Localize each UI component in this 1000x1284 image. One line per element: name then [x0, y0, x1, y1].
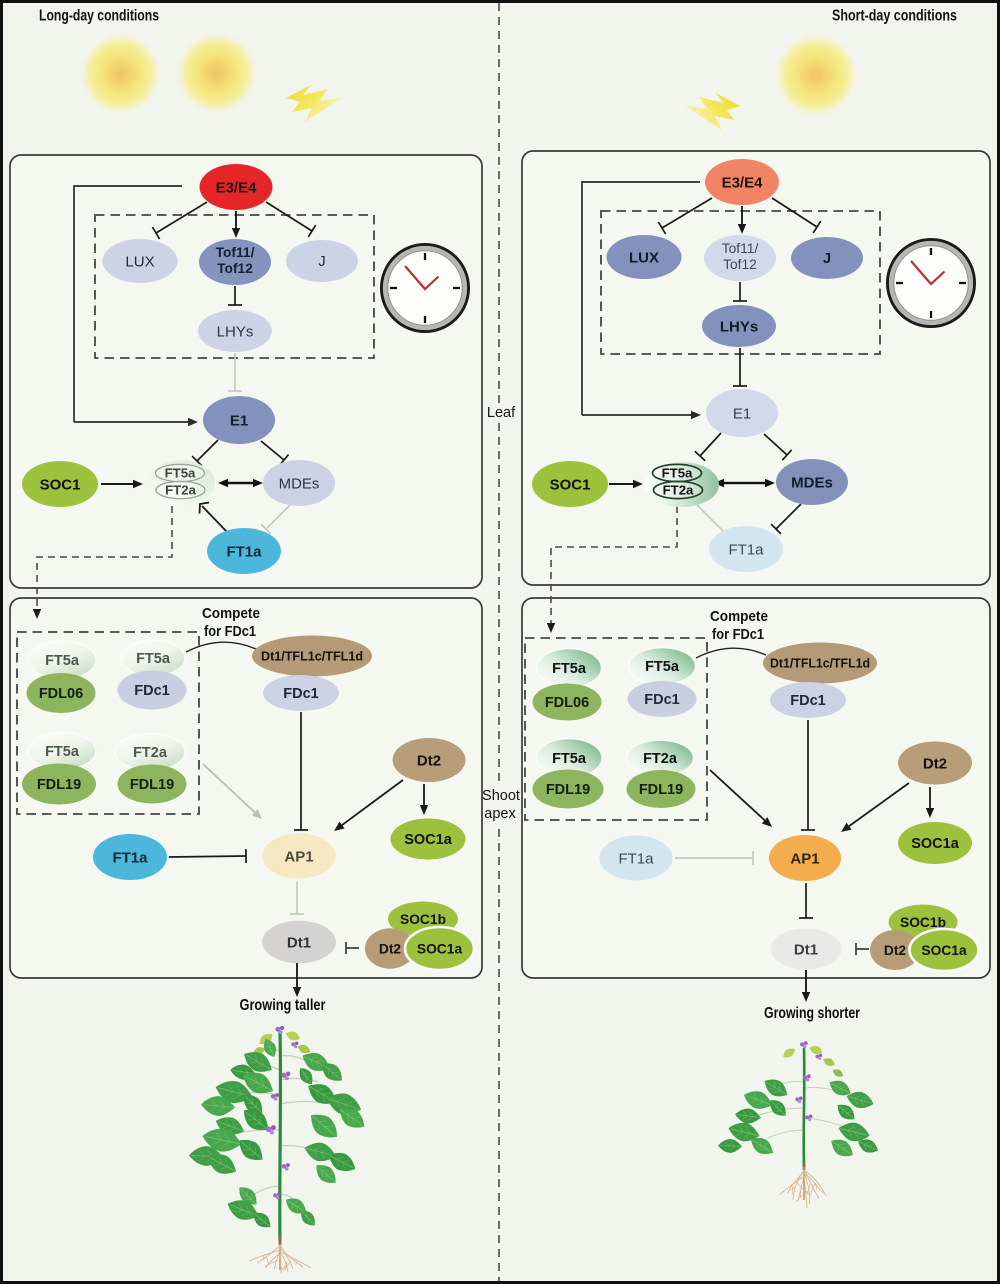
- svg-text:FT2a: FT2a: [663, 483, 694, 498]
- svg-text:Shoot: Shoot: [482, 788, 520, 804]
- svg-text:FT2a: FT2a: [133, 745, 168, 761]
- svg-text:FDL06: FDL06: [545, 695, 589, 711]
- svg-text:Growing taller: Growing taller: [240, 997, 326, 1014]
- svg-text:FDc1: FDc1: [790, 693, 825, 709]
- svg-text:FT5a: FT5a: [45, 653, 80, 669]
- svg-text:FT5a: FT5a: [645, 659, 680, 675]
- svg-text:J: J: [823, 251, 831, 267]
- svg-text:LUX: LUX: [125, 253, 154, 270]
- svg-text:for FDc1: for FDc1: [204, 623, 256, 640]
- svg-text:E3/E4: E3/E4: [722, 174, 764, 191]
- svg-text:Tof11/: Tof11/: [722, 241, 759, 256]
- svg-text:Short-day conditions: Short-day conditions: [832, 8, 957, 25]
- svg-text:SOC1: SOC1: [40, 476, 81, 493]
- svg-text:Growing shorter: Growing shorter: [764, 1005, 860, 1022]
- svg-text:FDL19: FDL19: [130, 777, 174, 793]
- svg-text:apex: apex: [484, 806, 516, 822]
- svg-text:FT2a: FT2a: [165, 483, 196, 498]
- svg-text:FT5a: FT5a: [552, 751, 587, 767]
- svg-text:FT5a: FT5a: [45, 744, 80, 760]
- svg-text:FDc1: FDc1: [644, 692, 679, 708]
- svg-text:FT5a: FT5a: [136, 651, 171, 667]
- svg-text:Dt1/TFL1c/TFL1d: Dt1/TFL1c/TFL1d: [770, 656, 870, 671]
- svg-text:Dt2: Dt2: [884, 943, 907, 958]
- svg-text:SOC1a: SOC1a: [404, 832, 452, 848]
- svg-text:E1: E1: [230, 412, 248, 429]
- svg-text:FT5a: FT5a: [552, 661, 587, 677]
- svg-text:FT2a: FT2a: [643, 751, 678, 767]
- svg-text:J: J: [318, 254, 325, 270]
- svg-text:AP1: AP1: [284, 848, 313, 865]
- svg-text:Dt2: Dt2: [379, 942, 402, 957]
- svg-text:SOC1a: SOC1a: [921, 943, 967, 958]
- svg-text:FT1a: FT1a: [226, 543, 262, 560]
- svg-text:Compete: Compete: [202, 605, 260, 622]
- svg-text:SOC1a: SOC1a: [417, 942, 463, 957]
- svg-text:FDL19: FDL19: [37, 777, 81, 793]
- svg-text:FT5a: FT5a: [662, 466, 693, 481]
- svg-text:Dt1/TFL1c/TFL1d: Dt1/TFL1c/TFL1d: [261, 649, 363, 664]
- svg-text:FT1a: FT1a: [728, 541, 764, 558]
- svg-text:FT1a: FT1a: [112, 849, 148, 866]
- svg-text:Dt2: Dt2: [923, 755, 947, 772]
- svg-text:MDEs: MDEs: [279, 475, 320, 492]
- svg-text:FT1a: FT1a: [618, 850, 654, 867]
- svg-text:E3/E4: E3/E4: [216, 179, 258, 196]
- svg-text:for FDc1: for FDc1: [712, 626, 764, 643]
- svg-text:FDL19: FDL19: [639, 782, 683, 798]
- svg-text:Leaf: Leaf: [487, 405, 516, 421]
- svg-text:Tof11/: Tof11/: [216, 245, 255, 260]
- svg-text:SOC1a: SOC1a: [911, 836, 959, 852]
- svg-text:Dt1: Dt1: [287, 934, 311, 951]
- svg-text:AP1: AP1: [790, 850, 819, 867]
- svg-text:FT5a: FT5a: [165, 466, 196, 481]
- svg-text:SOC1b: SOC1b: [900, 915, 946, 930]
- svg-text:Dt2: Dt2: [417, 752, 441, 769]
- svg-text:Dt1: Dt1: [794, 941, 818, 958]
- svg-text:MDEs: MDEs: [791, 474, 833, 491]
- svg-text:LHYs: LHYs: [720, 318, 758, 335]
- svg-text:FDc1: FDc1: [134, 683, 169, 699]
- svg-text:LUX: LUX: [629, 249, 659, 266]
- svg-text:Compete: Compete: [710, 608, 768, 625]
- svg-text:LHYs: LHYs: [217, 323, 254, 340]
- svg-text:FDL06: FDL06: [39, 686, 83, 702]
- svg-text:SOC1: SOC1: [550, 476, 591, 493]
- svg-text:FDL19: FDL19: [546, 782, 590, 798]
- svg-text:Long-day conditions: Long-day conditions: [39, 8, 159, 25]
- svg-text:E1: E1: [733, 405, 751, 422]
- svg-text:Tof12: Tof12: [217, 261, 253, 276]
- svg-text:Tof12: Tof12: [723, 257, 757, 272]
- svg-text:SOC1b: SOC1b: [400, 912, 446, 927]
- svg-text:FDc1: FDc1: [283, 686, 318, 702]
